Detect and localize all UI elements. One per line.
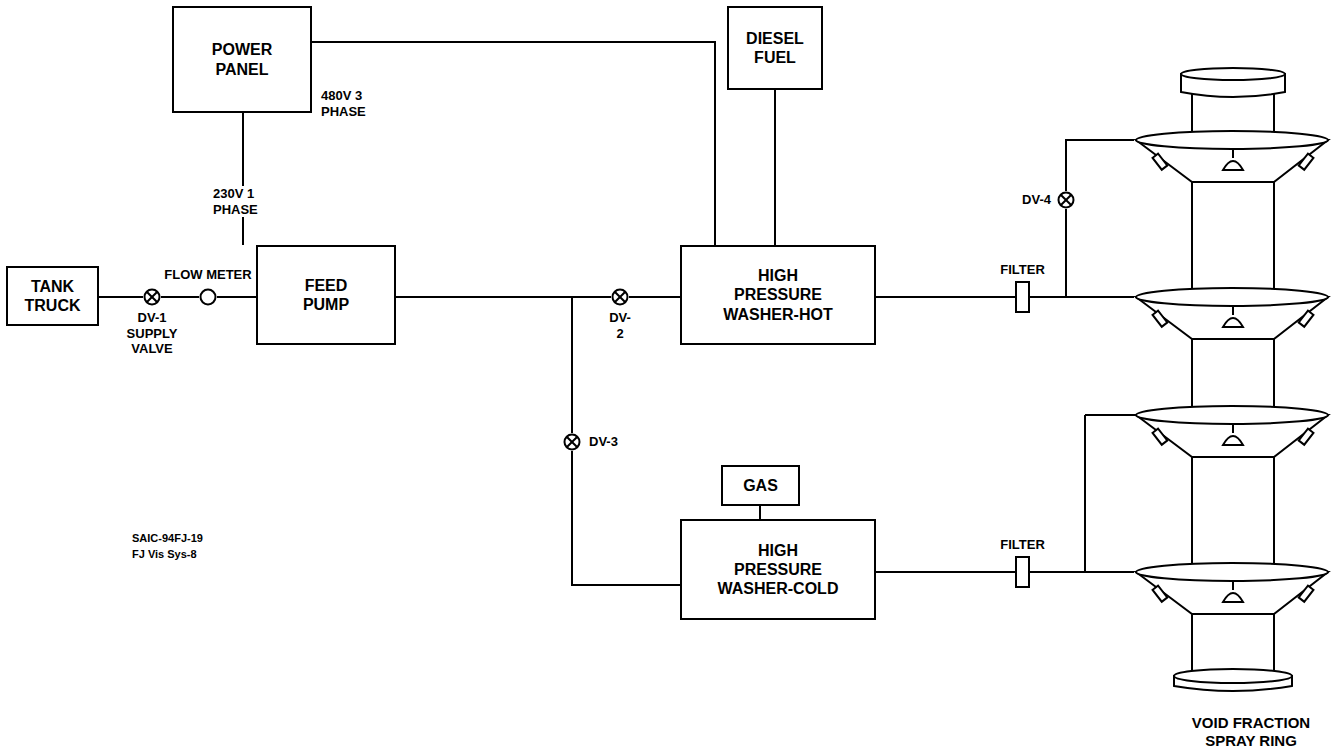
node-label: DV-2	[609, 310, 631, 341]
pipe-line	[876, 296, 1015, 298]
pipe-line	[396, 297, 572, 433]
tank-truck-box: TANK TRUCK	[6, 266, 99, 326]
spray-ring-region: VOID FRACTION SPRAY RING	[1134, 70, 1334, 752]
valve: DV-4	[1057, 191, 1075, 209]
spray-ring	[1136, 131, 1328, 182]
node-label: HIGH PRESSURE WASHER-HOT	[715, 266, 841, 324]
feed-pump-box: FEED PUMP	[256, 245, 396, 345]
pipe-line	[1066, 140, 1134, 191]
supply-valve: DV-1 SUPPLY VALVE	[143, 288, 161, 306]
node-label: FILTER	[1000, 262, 1045, 278]
node-label: HIGH PRESSURE WASHER-COLD	[715, 541, 841, 599]
node-label: POWER PANEL	[202, 40, 282, 78]
valve-symbol	[563, 433, 581, 451]
hot-washer-box: HIGH PRESSURE WASHER-HOT	[680, 245, 876, 345]
node-label: DV-4	[1022, 192, 1051, 208]
pipe-line	[217, 296, 256, 298]
spray-ring	[1136, 406, 1328, 457]
drawing-id: SAIC-94FJ-19	[132, 532, 203, 545]
valve-symbol	[1057, 191, 1075, 209]
cold-washer-box: HIGH PRESSURE WASHER-COLD	[680, 519, 876, 620]
power-label: 230V 1 PHASE	[212, 186, 274, 217]
pipe-line	[876, 571, 1015, 573]
pipe-line	[1030, 571, 1134, 573]
pipe-line	[161, 296, 199, 298]
node-label: GAS	[743, 476, 778, 495]
diesel-fuel-box: DIESEL FUEL	[727, 6, 823, 90]
node-label: FLOW METER	[164, 267, 251, 283]
pipe-line	[774, 90, 776, 245]
pipe-line	[629, 296, 680, 298]
valve: DV-2	[611, 288, 629, 306]
valve-symbol	[611, 288, 629, 306]
spray-rings	[1136, 131, 1328, 614]
node-label: FEED PUMP	[296, 276, 356, 314]
valve: DV-3	[563, 433, 581, 451]
pipe-line	[572, 451, 680, 585]
power-label: 480V 3 PHASE	[320, 88, 382, 119]
spray-ring	[1136, 563, 1328, 614]
pipe-line	[312, 42, 715, 245]
pipe-line	[759, 506, 761, 519]
filter: FILTER	[1015, 556, 1030, 588]
node-label: DIESEL FUEL	[740, 29, 810, 67]
gas-box: GAS	[721, 465, 800, 506]
node-label: TANK TRUCK	[18, 277, 88, 315]
node-label: VOID FRACTION SPRAY RING	[1176, 714, 1326, 750]
valve-symbol	[143, 288, 161, 306]
pipe-line	[1030, 209, 1066, 297]
pipe-line	[99, 296, 143, 298]
node-label: DV-3	[589, 434, 618, 450]
drawing-id: FJ Vis Sys-8	[132, 548, 197, 561]
power-panel-box: POWER PANEL	[172, 6, 312, 113]
flow-meter: FLOW METER	[199, 288, 217, 306]
filter: FILTER	[1015, 281, 1030, 313]
pipe-line	[242, 113, 244, 245]
node-label: FILTER	[1000, 537, 1045, 553]
meter-symbol	[199, 288, 217, 306]
spray-ring	[1136, 288, 1328, 339]
node-label: DV-1 SUPPLY VALVE	[122, 310, 182, 357]
